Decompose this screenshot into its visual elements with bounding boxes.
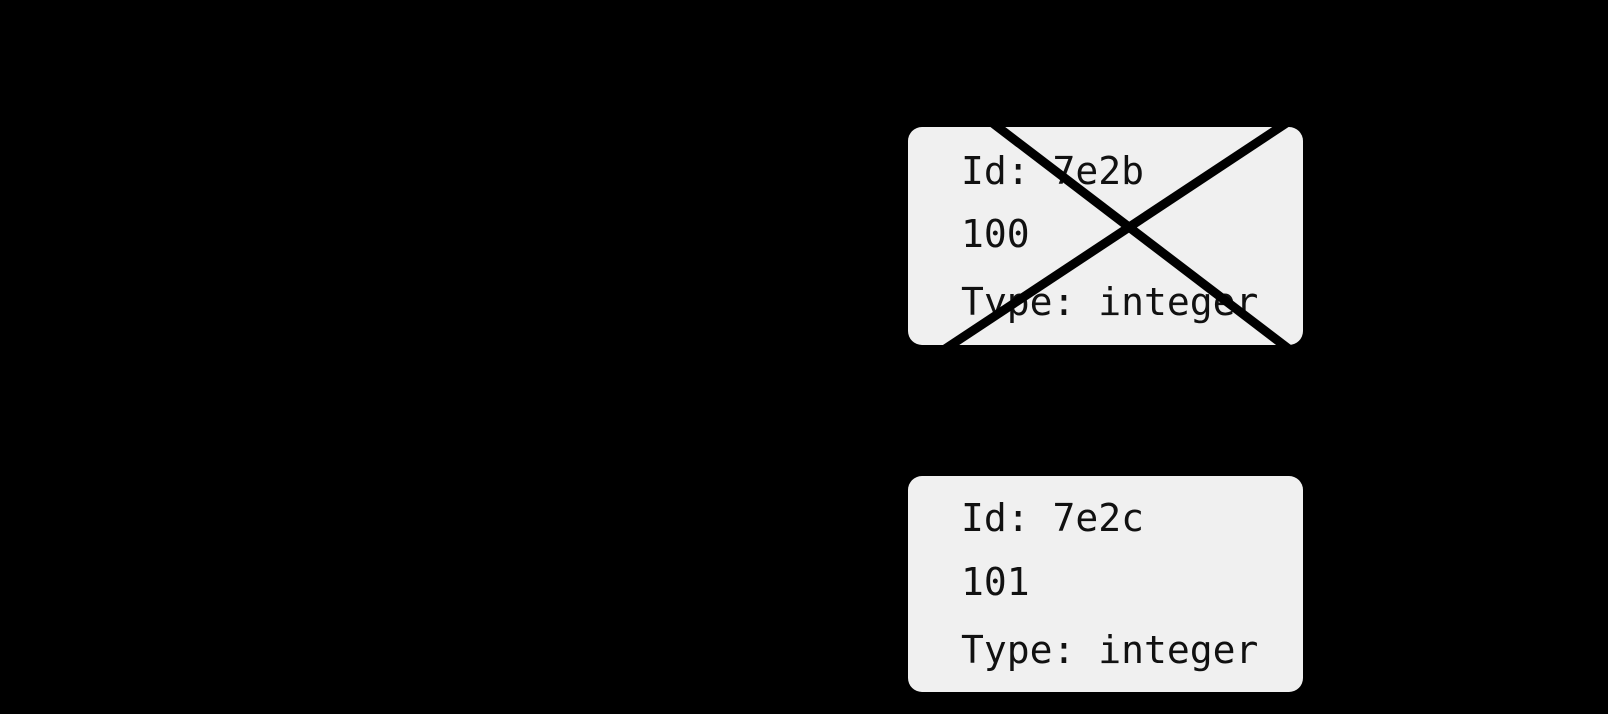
node-value-label: 101 — [961, 560, 1030, 604]
node-card-7e2b[interactable]: Id: 7e2b 100 Type: integer — [908, 127, 1303, 345]
node-id-label: Id: 7e2c — [961, 496, 1145, 540]
node-value-label: 100 — [961, 211, 1030, 256]
node-id-label: Id: 7e2b — [961, 148, 1145, 193]
node-type-label: Type: integer — [961, 628, 1259, 672]
node-type-label: Type: integer — [961, 279, 1259, 324]
node-card-7e2c[interactable]: Id: 7e2c 101 Type: integer — [908, 476, 1303, 692]
